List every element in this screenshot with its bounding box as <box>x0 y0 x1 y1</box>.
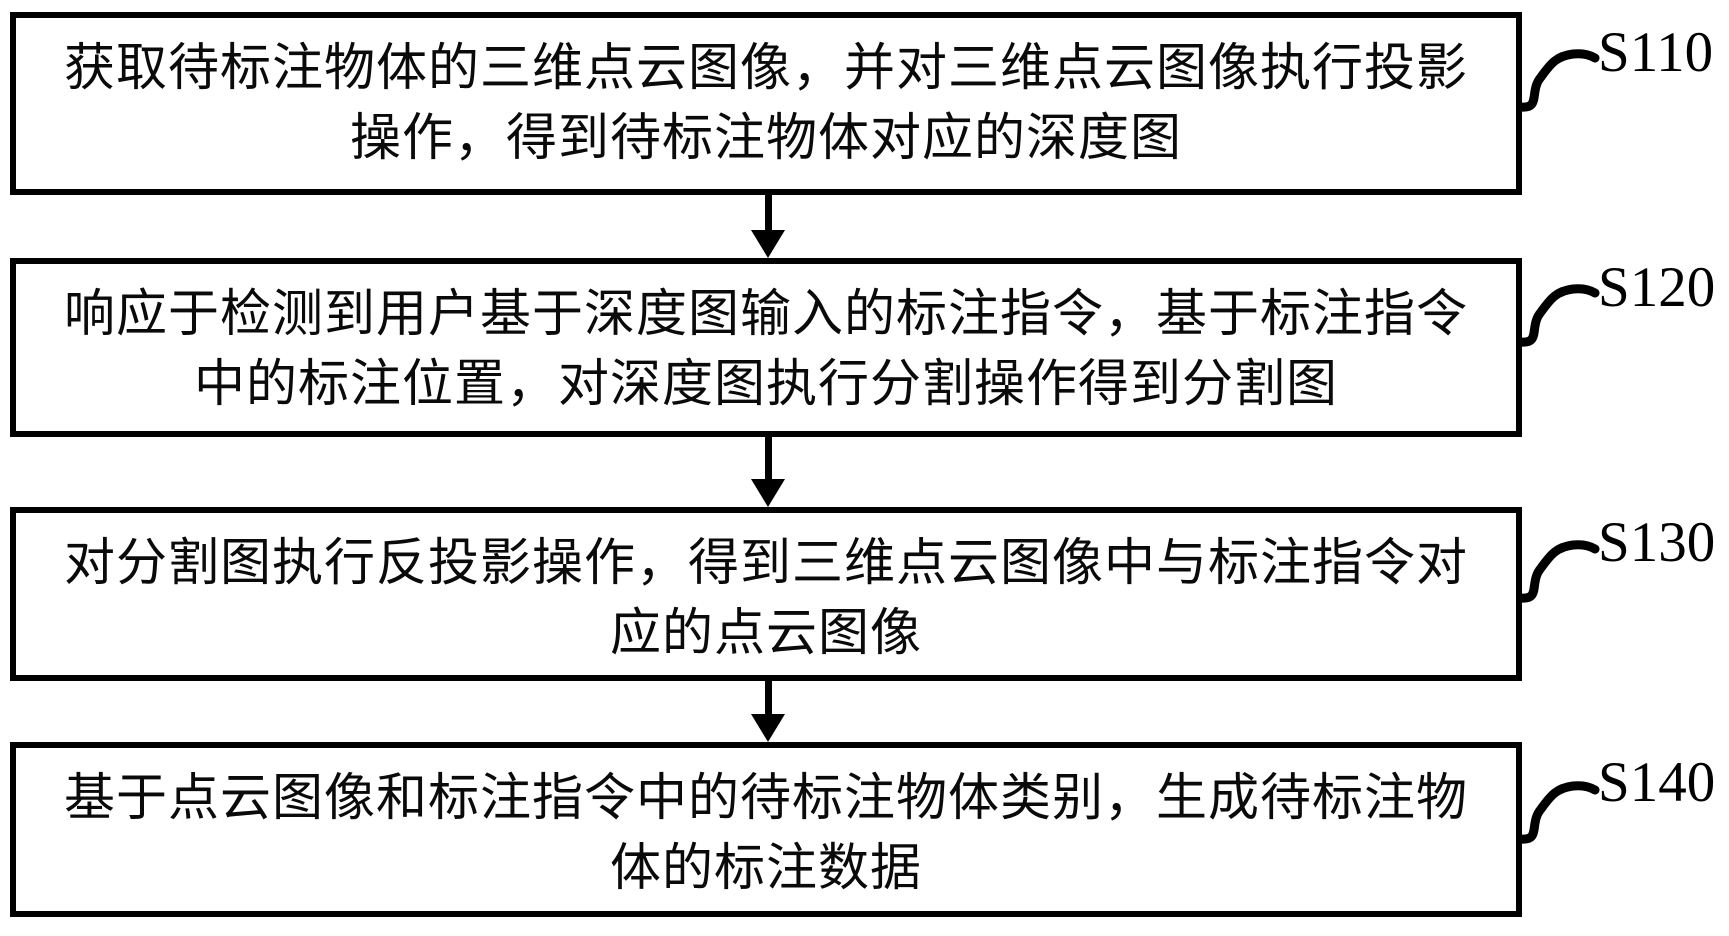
step-connector-curve-s130 <box>1519 540 1600 603</box>
step-label-s120: S120 <box>1598 256 1716 319</box>
step-connector-curve-s140 <box>1519 781 1600 844</box>
down-arrow-head-2 <box>751 479 785 507</box>
step-label-s140: S140 <box>1598 751 1716 814</box>
down-arrow-shaft-2 <box>765 437 772 481</box>
flow-step-box-s110: 获取待标注物体的三维点云图像，并对三维点云图像执行投影操作，得到待标注物体对应的… <box>10 12 1522 195</box>
flow-step-box-s140: 基于点云图像和标注指令中的待标注物体类别，生成待标注物体的标注数据 <box>10 742 1522 917</box>
flow-step-box-s120: 响应于检测到用户基于深度图输入的标注指令，基于标注指令中的标注位置，对深度图执行… <box>10 258 1522 437</box>
step-connector-curve-s120 <box>1519 284 1600 347</box>
down-arrow-head-3 <box>751 714 785 742</box>
down-arrow-shaft-1 <box>765 195 772 232</box>
step-connector-curve-s110 <box>1519 49 1600 112</box>
down-arrow-shaft-3 <box>765 681 772 716</box>
down-arrow-head-1 <box>751 230 785 258</box>
step-label-s130: S130 <box>1598 511 1716 574</box>
step-label-s110: S110 <box>1598 21 1714 84</box>
flow-step-box-s130: 对分割图执行反投影操作，得到三维点云图像中与标注指令对应的点云图像 <box>10 507 1522 681</box>
